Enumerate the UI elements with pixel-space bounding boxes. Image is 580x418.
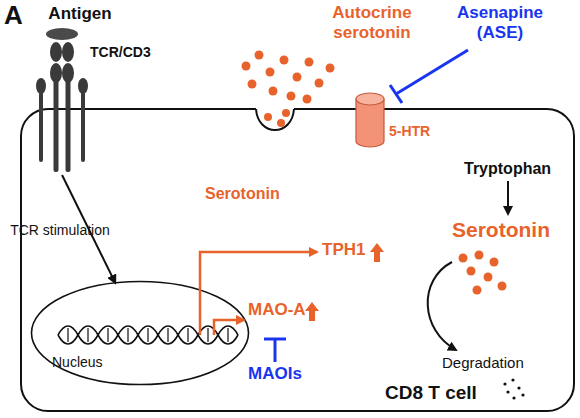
serotonin-receptor: 5-HTR <box>352 90 440 150</box>
cd3-chain <box>39 92 43 162</box>
nucleus-label: Nucleus <box>52 354 103 371</box>
cell-label: CD8 T cell <box>385 382 477 405</box>
drug-label: Asenapine (ASE) <box>446 3 554 44</box>
serotonin-dot <box>269 87 278 96</box>
serotonin-receptor-shape <box>352 90 440 150</box>
antigen-molecule <box>46 28 78 40</box>
serotonin-dot <box>459 254 468 263</box>
receptor-label: TCR/CD3 <box>90 44 151 61</box>
serotonin-dot <box>467 267 476 276</box>
serotonin-dot <box>473 286 482 295</box>
serotonin-dot <box>490 258 499 267</box>
receptor-body <box>356 99 384 147</box>
serotonin-dot <box>266 68 275 77</box>
upregulation-arrow <box>370 243 384 262</box>
enzyme-label: TPH1 <box>322 240 365 260</box>
receptor-top <box>356 93 384 105</box>
panel-letter: A <box>4 0 23 31</box>
tcr-domain <box>62 42 74 62</box>
synthesis-arrow <box>507 181 509 214</box>
degraded-dot <box>503 382 506 385</box>
inhibition-line <box>396 50 468 94</box>
degraded-dot <box>517 386 520 389</box>
serotonin-dot <box>242 62 251 71</box>
cd3-domain <box>36 78 46 94</box>
tcr-chain <box>54 80 59 172</box>
serotonin-dot <box>248 80 257 89</box>
serotonin-dot <box>315 79 324 88</box>
tcr-chain <box>66 80 71 172</box>
serotonin-dot <box>287 92 296 101</box>
inhibition-bar <box>390 85 402 103</box>
tcr-domain <box>50 42 62 62</box>
degraded-dot <box>521 393 524 396</box>
serotonin-dot <box>326 64 335 73</box>
vesicle-membrane <box>256 109 294 130</box>
edge-label: TCR stimulation <box>10 222 110 239</box>
molecule-label: Serotonin <box>452 217 550 242</box>
serotonin-dot <box>475 251 484 260</box>
molecule-label: Antigen <box>25 4 135 24</box>
inhibition-line <box>274 339 277 362</box>
process-label: Degradation <box>442 354 524 372</box>
enzyme-label: MAO-A <box>248 300 306 320</box>
inhibition-bar <box>264 338 286 341</box>
tcr-receptor: TCR/CD3 <box>30 28 150 175</box>
cd3-chain <box>81 92 85 162</box>
receptor-label: 5-HTR <box>389 123 430 140</box>
degraded-dot <box>506 390 509 393</box>
serotonin-dot <box>255 51 264 60</box>
serotonin-dot <box>484 273 493 282</box>
upregulation-arrow <box>305 302 319 321</box>
serotonin-dot <box>264 113 272 121</box>
degraded-dot <box>512 396 515 399</box>
serotonin-dot <box>280 56 289 65</box>
molecule-label: Tryptophan <box>464 159 551 178</box>
molecule-label: Autocrine serotonin <box>316 3 428 44</box>
serotonin-dot <box>305 58 314 67</box>
serotonin-dot <box>293 73 302 82</box>
drug-label: MAOIs <box>248 364 302 384</box>
serotonin-dot <box>303 95 312 104</box>
molecule-label: Serotonin <box>205 184 280 203</box>
serotonin-dot <box>277 119 285 127</box>
degraded-dot <box>511 378 514 381</box>
serotonin-dot <box>282 109 290 117</box>
degradation-arrow <box>428 262 456 350</box>
nucleus-ellipse <box>32 282 249 385</box>
serotonin-dot <box>498 282 507 291</box>
cd3-domain <box>78 78 88 94</box>
